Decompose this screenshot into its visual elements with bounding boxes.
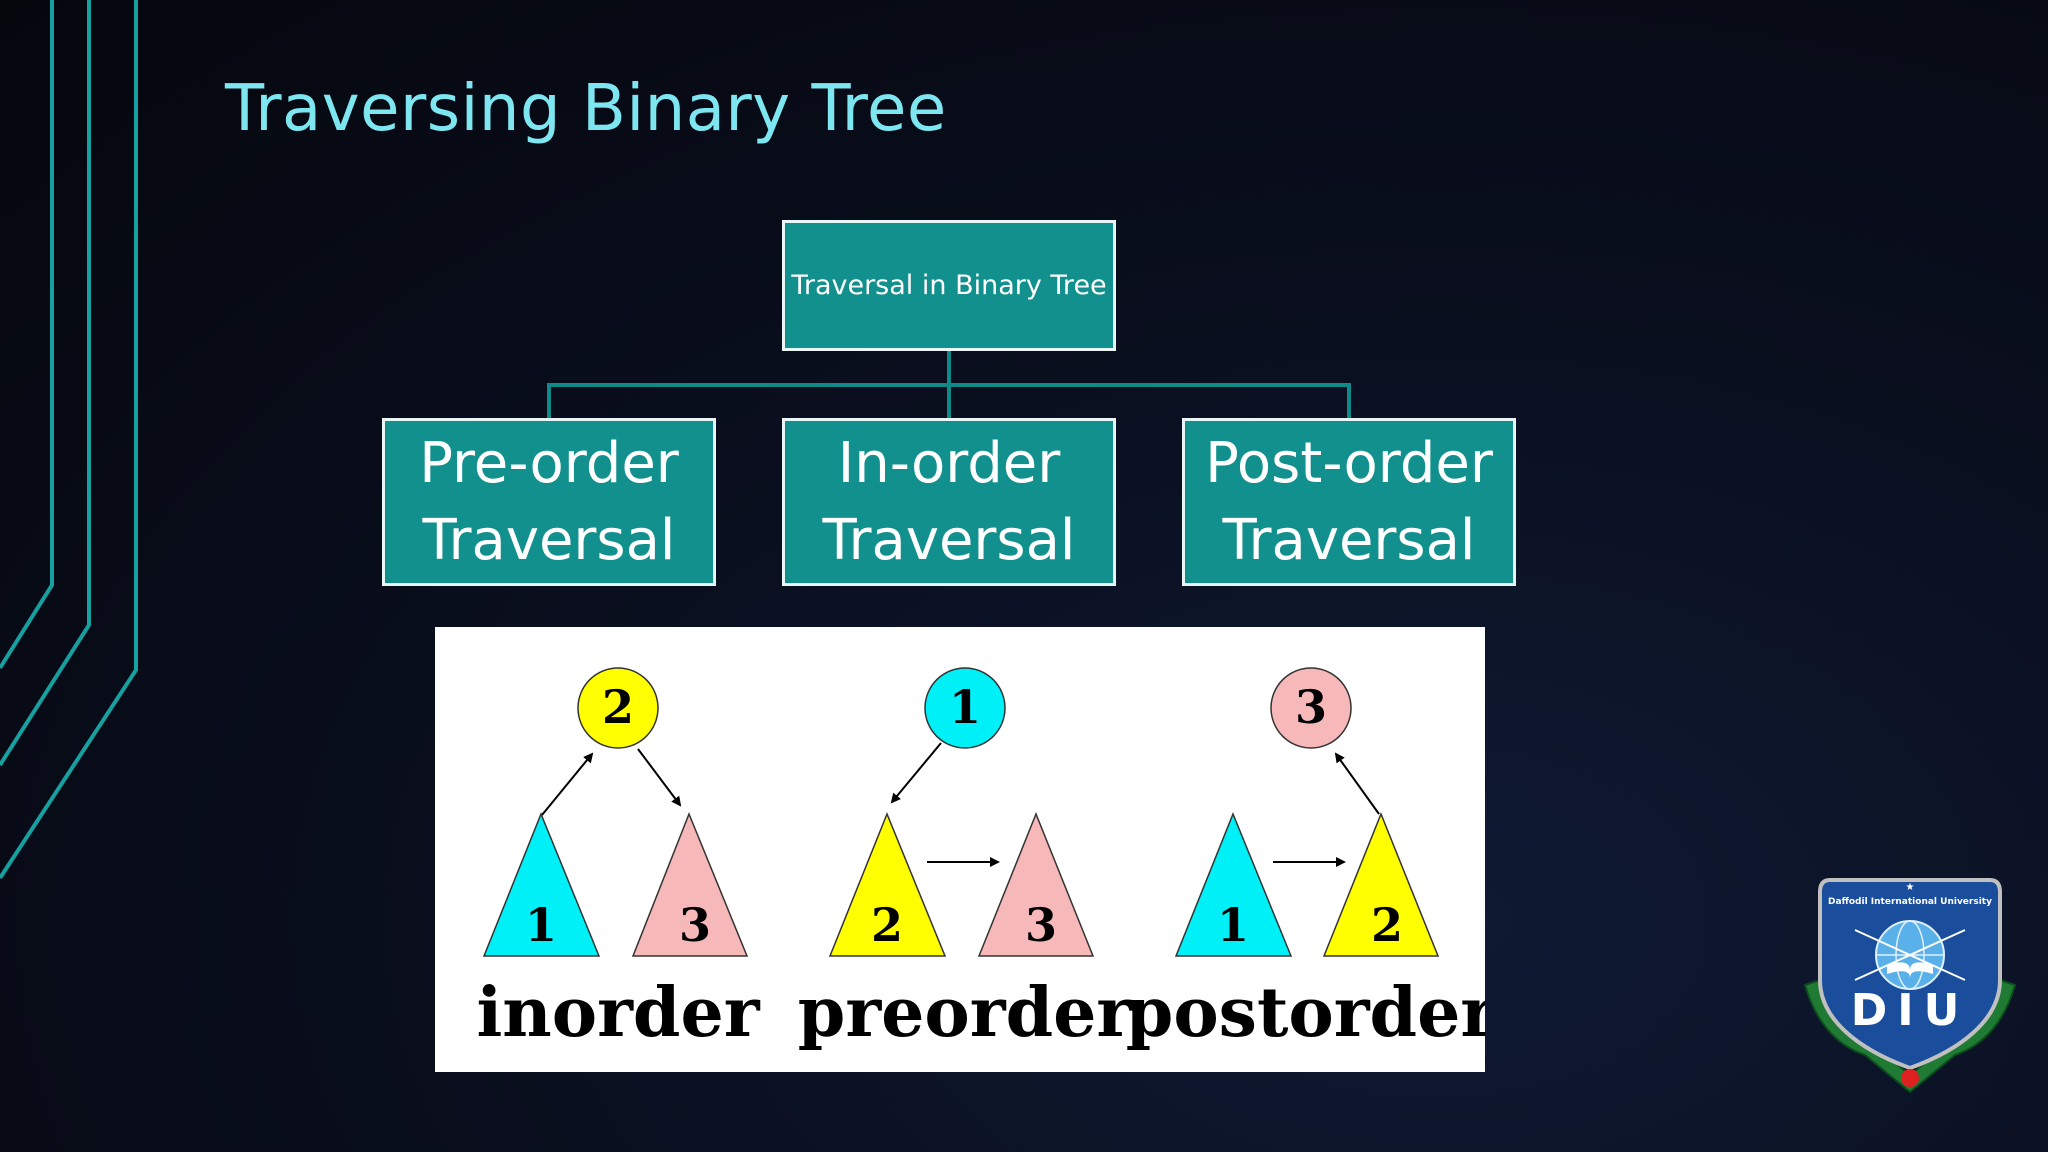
postorder-line2: Traversal [1222, 508, 1476, 573]
inorder-panel: 2 1 3 inorder [476, 667, 761, 1053]
preorder-right-triangle [977, 811, 1095, 957]
inorder-node-circle [577, 667, 659, 749]
connector-trunk [947, 351, 951, 385]
inorder-right-label: 3 [679, 898, 711, 952]
inorder-line2: Traversal [822, 508, 1076, 573]
university-logo: ★ Daffodil International University DIU [1803, 878, 2017, 1094]
logo-university-name: Daffodil International University [1828, 897, 1992, 907]
inorder-left-label: 1 [525, 898, 557, 952]
preorder-line1: Pre-order [419, 431, 679, 496]
preorder-panel: 1 2 3 preorder [798, 667, 1134, 1053]
postorder-right-triangle [1322, 811, 1440, 957]
traversal-figure: 2 1 3 inorder 1 2 3 preorder [435, 627, 1485, 1072]
postorder-line1: Post-order [1205, 431, 1493, 496]
preorder-line2: Traversal [422, 508, 676, 573]
slide-title: Traversing Binary Tree [225, 72, 947, 146]
inorder-line1: In-order [837, 431, 1061, 496]
root-node-box: Traversal in Binary Tree [782, 220, 1116, 351]
decorative-lines [0, 0, 138, 880]
root-node-label: Traversal in Binary Tree [791, 270, 1107, 301]
connector-post [1347, 383, 1351, 418]
inorder-left-triangle [482, 812, 601, 957]
inorder-right-triangle [631, 811, 749, 957]
preorder-node-circle [924, 667, 1006, 749]
postorder-node-circle [1270, 667, 1352, 749]
postorder-caption: postorder [1126, 973, 1485, 1053]
preorder-left-label: 2 [871, 898, 903, 952]
postorder-node-label: 3 [1295, 680, 1327, 734]
preorder-left-triangle [828, 812, 947, 957]
postorder-right-label: 2 [1371, 898, 1403, 952]
inorder-caption: inorder [476, 973, 760, 1053]
preorder-node-label: 1 [949, 680, 981, 734]
connector-pre [547, 383, 551, 418]
preorder-box: Pre-order Traversal [382, 418, 716, 586]
preorder-caption: preorder [798, 973, 1134, 1053]
preorder-right-label: 3 [1025, 898, 1057, 952]
inorder-node-label: 2 [602, 680, 634, 734]
postorder-left-triangle [1174, 812, 1293, 957]
connector-in [947, 383, 951, 418]
postorder-panel: 3 1 2 postorder [1126, 667, 1485, 1053]
postorder-box: Post-order Traversal [1182, 418, 1516, 586]
inorder-box: In-order Traversal [782, 418, 1116, 586]
svg-text:★: ★ [1906, 882, 1915, 893]
postorder-left-label: 1 [1217, 898, 1249, 952]
logo-letters: DIU [1851, 985, 1970, 1036]
